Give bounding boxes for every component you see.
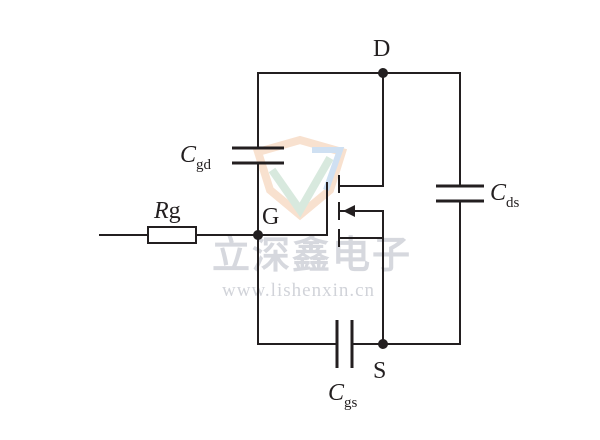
drain-junction-dot (378, 68, 388, 78)
body-arrow-icon (343, 205, 355, 217)
watermark-url: www.lishenxin.cn (222, 280, 375, 301)
capacitor-cgs (335, 320, 354, 368)
drain-label: D (373, 36, 390, 62)
watermark-chinese: 立深鑫电子 (212, 233, 412, 277)
cgs-label: Cgs (328, 380, 358, 411)
circuit-wires (99, 72, 461, 345)
capacitor-cgd (232, 146, 284, 165)
watermark-logo-shield (252, 135, 348, 221)
mosfet-symbol (338, 175, 384, 247)
rg-label: Rg (153, 198, 181, 224)
source-label: S (373, 358, 386, 384)
cgd-label: Cgd (180, 142, 212, 173)
watermark-logo-check (268, 156, 334, 218)
gate-label: G (262, 204, 279, 230)
resistor-rg (147, 226, 197, 244)
cds-label: Cds (490, 180, 520, 211)
gate-junction-dot (253, 230, 263, 240)
capacitor-cds (436, 184, 484, 203)
watermark-logo (252, 135, 348, 221)
watermark-logo-accent (312, 147, 345, 191)
source-junction-dot (378, 339, 388, 349)
